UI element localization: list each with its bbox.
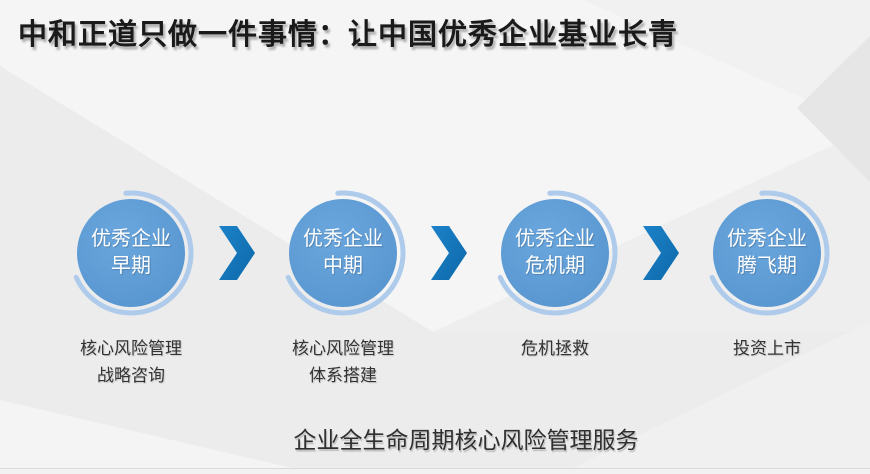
stage-circle-text: 优秀企业 早期 [56, 226, 206, 280]
slide-bottom-edge [0, 468, 870, 474]
stage-crisis: 优秀企业 危机期 危机拯救 [480, 187, 630, 362]
lifecycle-flow: 优秀企业 早期 核心风险管理 战略咨询 优秀企业 中期 [56, 187, 842, 389]
stage-circle [77, 199, 185, 307]
flow-arrow [418, 226, 480, 280]
stage-circle-text: 优秀企业 中期 [268, 226, 418, 280]
stage-circle-line1: 优秀企业 [303, 228, 383, 250]
slide-footer-caption: 企业全生命周期核心风险管理服务 [293, 427, 639, 453]
stage-label-line1: 危机拯救 [521, 339, 589, 358]
stage-label: 投资上市 [692, 335, 842, 362]
stage-circle-line1: 优秀企业 [515, 228, 595, 250]
stage-label-line1: 核心风险管理 [292, 339, 394, 358]
stage-label-line1: 核心风险管理 [80, 339, 182, 358]
stage-circle-line2: 早期 [111, 255, 151, 277]
stage-circle-line1: 优秀企业 [91, 228, 171, 250]
slide-title: 中和正道只做一件事情：让中国优秀企业基业长青 [18, 19, 679, 51]
stage-circle-line1: 优秀企业 [727, 228, 807, 250]
stage-circle-text: 优秀企业 腾飞期 [692, 226, 842, 280]
stage-circle-graphic [285, 190, 406, 316]
stage-label: 危机拯救 [480, 335, 630, 362]
stage-label-line2: 战略咨询 [97, 366, 165, 385]
stage-circle-graphic [73, 190, 194, 316]
stage-ring-arc [73, 190, 194, 316]
chevron-right-icon [643, 226, 679, 280]
stage-circle-line2: 中期 [323, 255, 363, 277]
stage-middle: 优秀企业 中期 核心风险管理 体系搭建 [268, 187, 418, 389]
stage-early: 优秀企业 早期 核心风险管理 战略咨询 [56, 187, 206, 389]
stage-circle [289, 199, 397, 307]
stage-circle-line2: 危机期 [525, 255, 585, 277]
stage-label-line2: 体系搭建 [309, 366, 377, 385]
stage-circle-graphic [497, 190, 618, 316]
stage-circle-graphic [709, 190, 830, 316]
stage-label: 核心风险管理 战略咨询 [56, 335, 206, 389]
stage-ring-arc [285, 190, 406, 316]
stage-circle-line2: 腾飞期 [737, 255, 797, 277]
stage-label: 核心风险管理 体系搭建 [268, 335, 418, 389]
stage-circle [713, 199, 821, 307]
stage-label-line1: 投资上市 [733, 339, 801, 358]
flow-arrow [630, 226, 692, 280]
stage-ring-arc [497, 190, 618, 316]
chevron-right-icon [219, 226, 255, 280]
stage-circle [501, 199, 609, 307]
chevron-right-icon [431, 226, 467, 280]
stage-takeoff: 优秀企业 腾飞期 投资上市 [692, 187, 842, 362]
stage-circle-text: 优秀企业 危机期 [480, 226, 630, 280]
stage-ring-arc [709, 190, 830, 316]
flow-arrow [206, 226, 268, 280]
